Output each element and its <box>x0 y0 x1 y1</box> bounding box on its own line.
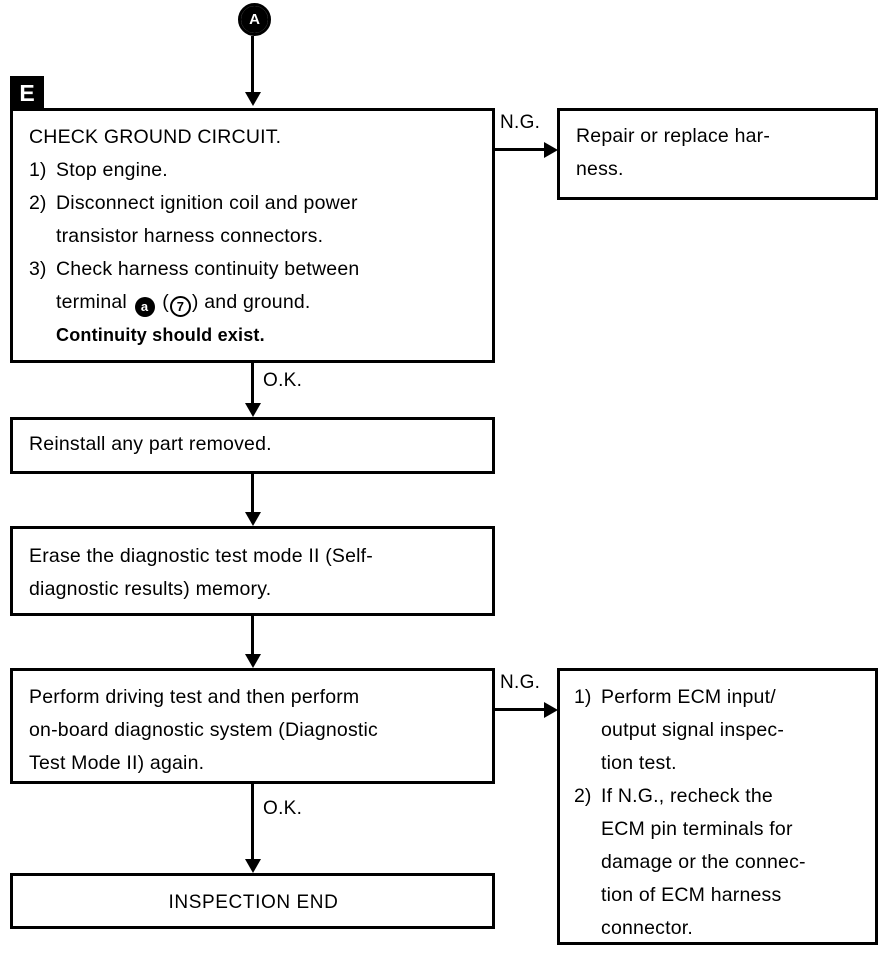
check-ground-emphasis: Continuity should exist. <box>56 325 265 345</box>
step-2-number: 2) <box>29 192 47 214</box>
box-repair-harness: Repair or replace har- ness. <box>557 108 878 200</box>
ok-top-line <box>251 363 254 405</box>
inspection-end-label: INSPECTION END <box>168 892 339 913</box>
reinstall-to-erase-arrowhead <box>245 512 261 526</box>
terminal-open-paren: ( <box>162 291 169 313</box>
ng-bottom-branch-line <box>495 708 546 711</box>
erase-to-driving-line <box>251 616 254 658</box>
check-ground-step-1: 1) Stop engine. <box>29 154 478 187</box>
reinstall-line-1: Reinstall any part removed. <box>29 433 272 455</box>
terminal-suffix-text: and ground. <box>204 291 311 313</box>
check-ground-step-2: 2) Disconnect ignition coil and power tr… <box>29 187 478 253</box>
ecm-step-2: 2) If N.G., recheck the ECM pin terminal… <box>574 780 861 945</box>
ecm-step-1-line-1: Perform ECM input/ <box>601 686 776 708</box>
driving-test-line-3: Test Mode II) again. <box>29 752 205 774</box>
step-3-terminal-line: terminal a (7) and ground. <box>56 286 478 319</box>
ng-top-arrowhead <box>544 142 558 158</box>
step-badge-e: E <box>10 76 44 110</box>
ecm-step-2-line-1: If N.G., recheck the <box>601 785 773 807</box>
connector-a-stem <box>251 36 254 94</box>
connector-a-arrowhead <box>245 92 261 106</box>
box-reinstall-part: Reinstall any part removed. <box>10 417 495 474</box>
edge-label-ok-top: O.K. <box>263 370 303 391</box>
check-ground-step-3: 3) Check harness continuity between term… <box>29 253 478 352</box>
ecm-step-2-number: 2) <box>574 785 592 807</box>
step-3-number: 3) <box>29 258 47 280</box>
ecm-step-2-line-4: tion of ECM harness <box>601 884 782 906</box>
terminal-7-icon: 7 <box>169 296 191 317</box>
edge-label-ng-top: N.G. <box>500 112 541 133</box>
erase-memory-line-1: Erase the diagnostic test mode II (Self- <box>29 545 373 567</box>
terminal-a-icon: a <box>134 297 155 317</box>
ecm-step-1-line-2: output signal inspec- <box>601 719 785 741</box>
edge-label-ok-bottom: O.K. <box>263 798 303 819</box>
driving-test-line-2: on-board diagnostic system (Diagnostic <box>29 719 379 741</box>
connector-a-ring <box>238 3 271 36</box>
ok-bottom-line <box>251 784 254 862</box>
box-check-ground-circuit: CHECK GROUND CIRCUIT. 1) Stop engine. 2)… <box>10 108 495 363</box>
ecm-step-2-line-2: ECM pin terminals for <box>601 818 793 840</box>
connector-a-icon: A <box>241 6 268 33</box>
ecm-step-2-line-5: connector. <box>601 917 693 939</box>
box-erase-memory: Erase the diagnostic test mode II (Self-… <box>10 526 495 616</box>
ng-top-branch-line <box>495 148 546 151</box>
ok-top-arrowhead <box>245 403 261 417</box>
step-2-line-2: transistor harness connectors. <box>56 225 324 247</box>
box-inspection-end: INSPECTION END <box>10 873 495 929</box>
ecm-step-1: 1) Perform ECM input/ output signal insp… <box>574 681 861 780</box>
step-2-line-1: Disconnect ignition coil and power <box>56 192 358 214</box>
driving-test-line-1: Perform driving test and then perform <box>29 686 360 708</box>
ok-bottom-arrowhead <box>245 859 261 873</box>
box-ecm-actions: 1) Perform ECM input/ output signal insp… <box>557 668 878 945</box>
step-1-number: 1) <box>29 159 47 181</box>
step-1-line-1: Stop engine. <box>56 159 168 181</box>
ecm-step-1-line-3: tion test. <box>601 752 677 774</box>
reinstall-to-erase-line <box>251 474 254 516</box>
repair-harness-line-1: Repair or replace har- <box>576 125 771 147</box>
step-3-line-1: Check harness continuity between <box>56 258 360 280</box>
ecm-step-1-number: 1) <box>574 686 592 708</box>
ng-bottom-arrowhead <box>544 702 558 718</box>
erase-to-driving-arrowhead <box>245 654 261 668</box>
terminal-close-paren: ) <box>191 291 199 313</box>
check-ground-heading: CHECK GROUND CIRCUIT. <box>29 126 282 148</box>
terminal-prefix-text: terminal <box>56 291 127 313</box>
box-driving-test: Perform driving test and then perform on… <box>10 668 495 784</box>
repair-harness-line-2: ness. <box>576 158 624 180</box>
edge-label-ng-bottom: N.G. <box>500 672 541 693</box>
erase-memory-line-2: diagnostic results) memory. <box>29 578 272 600</box>
ecm-step-2-line-3: damage or the connec- <box>601 851 806 873</box>
